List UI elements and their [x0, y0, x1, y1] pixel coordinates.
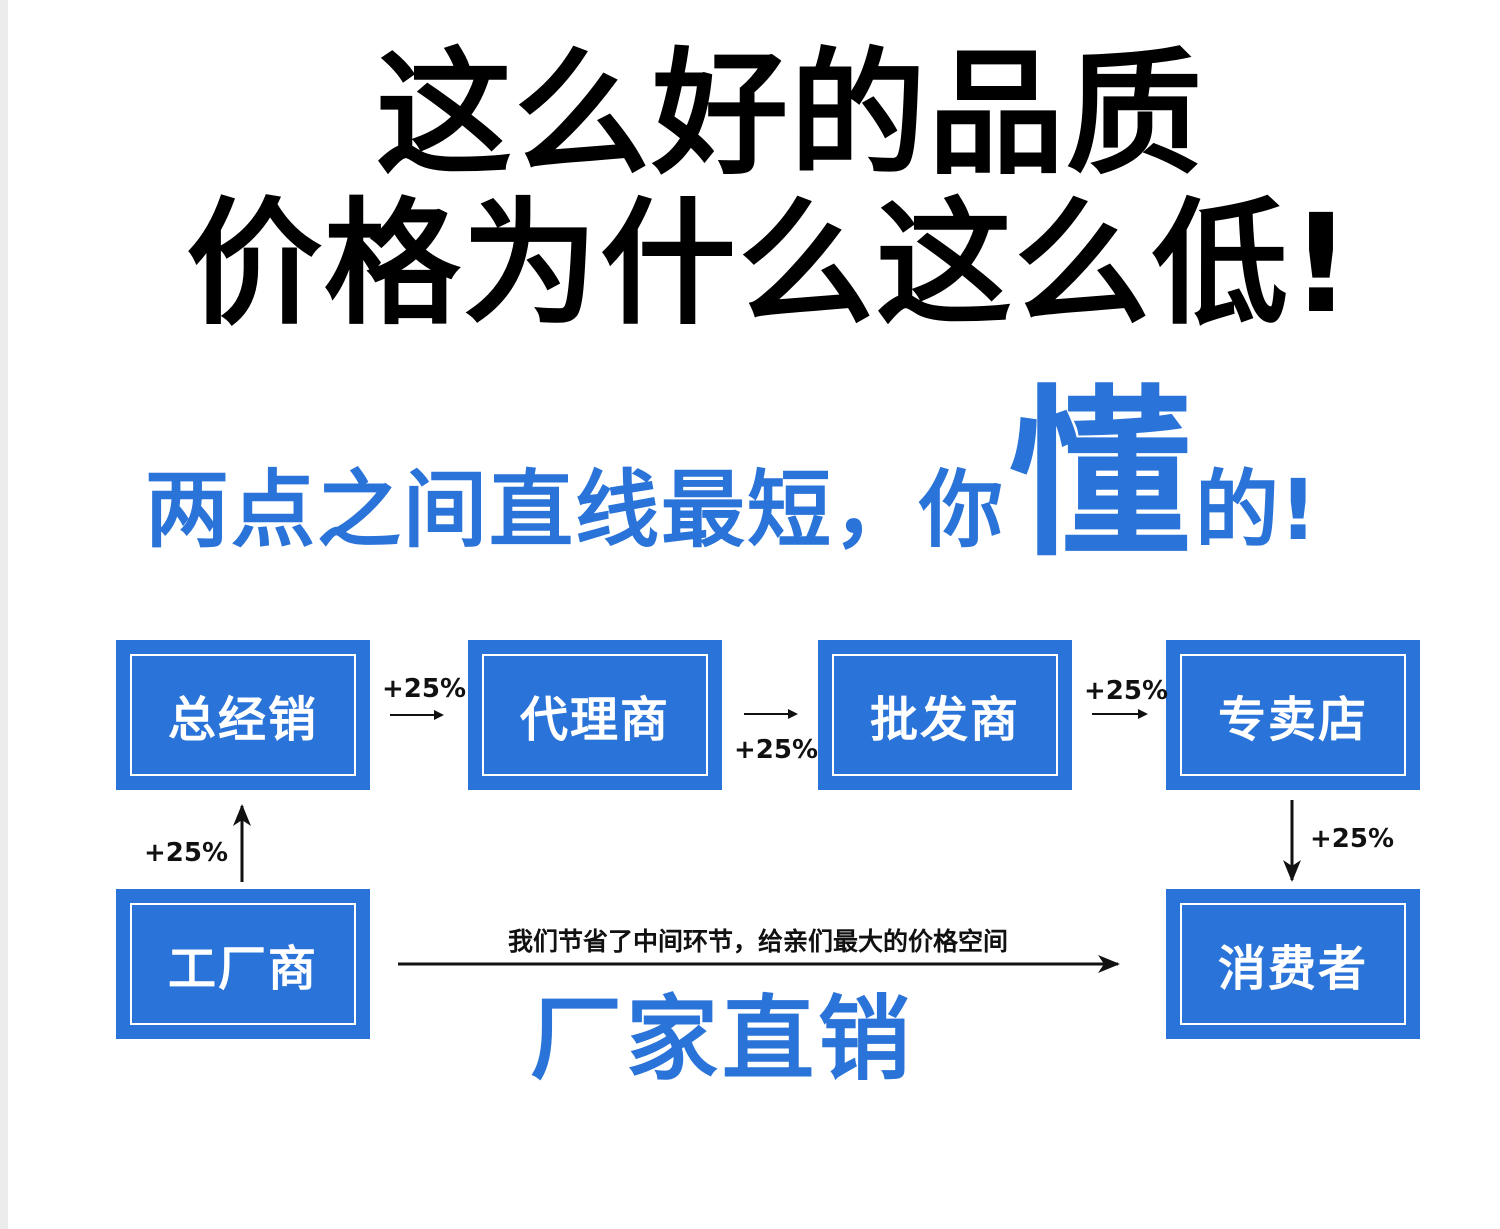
node-label: 工厂商 — [130, 903, 356, 1025]
page-left-edge — [0, 0, 8, 1229]
slogan-end: 的! — [1195, 461, 1318, 559]
slogan-main: 两点之间直线最短，你 — [145, 461, 1006, 559]
markup-wholesale-to-store: +25% — [1084, 676, 1169, 706]
headline-line-1: 这么好的品质 — [376, 36, 1204, 194]
node-label: 代理商 — [482, 654, 708, 776]
node-label: 专卖店 — [1180, 654, 1406, 776]
node-label: 消费者 — [1180, 903, 1406, 1025]
markup-agent-to-wholesale: +25% — [734, 735, 819, 765]
markup-factory-to-general: +25% — [144, 838, 229, 868]
node-label: 批发商 — [832, 654, 1058, 776]
node-wholesaler: 批发商 — [818, 640, 1072, 790]
node-label: 总经销 — [130, 654, 356, 776]
headline-line-2: 价格为什么这么低! — [185, 186, 1355, 344]
direct-route-label: 厂家直销 — [530, 986, 915, 1093]
node-consumer: 消费者 — [1166, 889, 1420, 1039]
direct-route-note: 我们节省了中间环节，给亲们最大的价格空间 — [507, 927, 1008, 956]
slogan: 两点之间直线最短，你 懂 的! — [145, 380, 1318, 570]
node-general-distributor: 总经销 — [116, 640, 370, 790]
node-specialty-store: 专卖店 — [1166, 640, 1420, 790]
markup-store-to-consumer: +25% — [1310, 824, 1395, 854]
node-factory: 工厂商 — [116, 889, 370, 1039]
markup-general-to-agent: +25% — [382, 674, 467, 704]
slogan-emphasis: 懂 — [1009, 369, 1192, 581]
node-agent: 代理商 — [468, 640, 722, 790]
